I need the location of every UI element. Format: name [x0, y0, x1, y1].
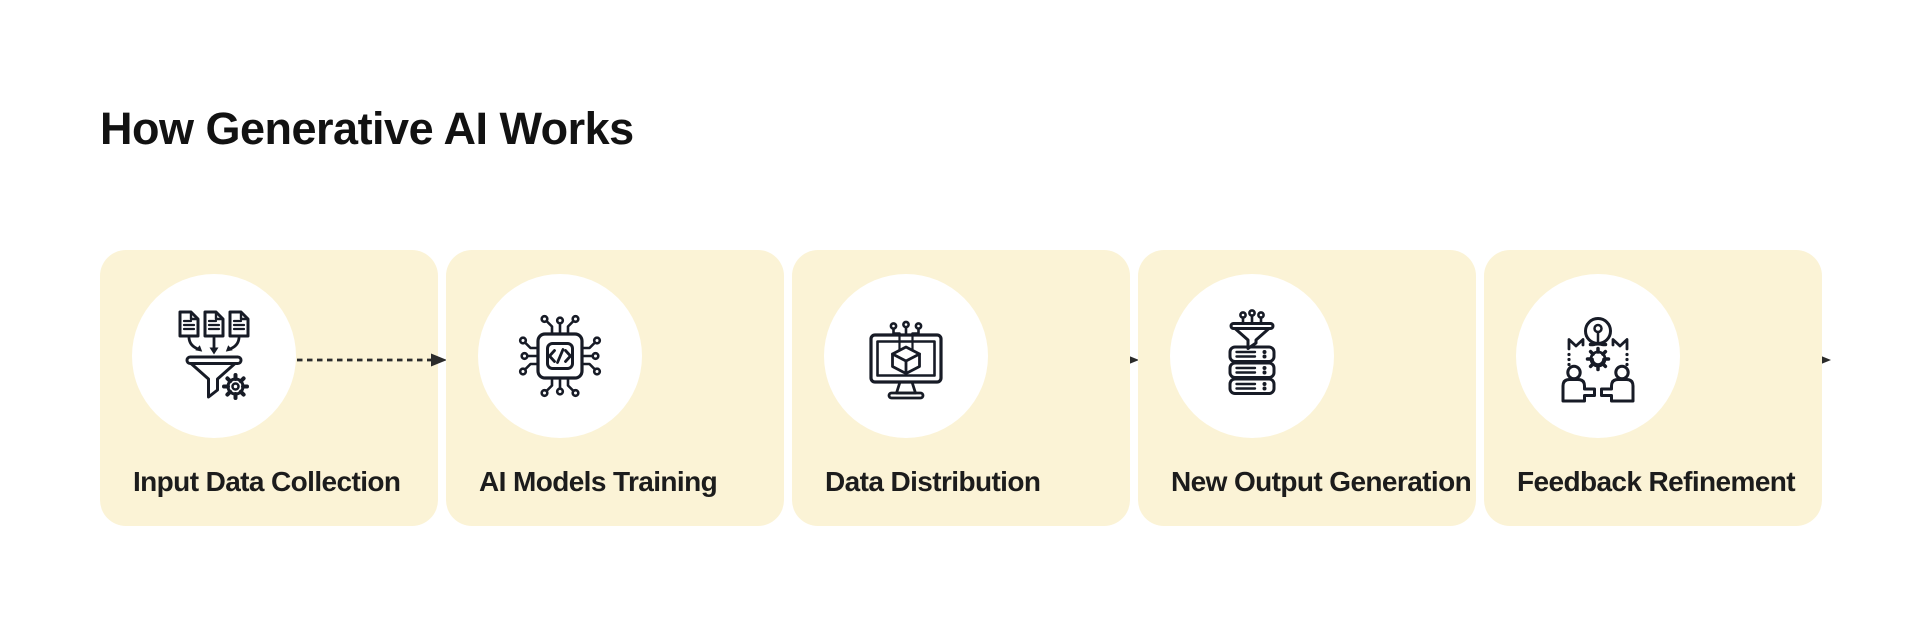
- step-label: AI Models Training: [479, 466, 718, 497]
- step-label: Feedback Refinement: [1517, 466, 1796, 497]
- icon-circle: [1170, 274, 1334, 438]
- step-card-feedback-refinement: Feedback Refinement: [1484, 250, 1822, 526]
- icon-circle: [1516, 274, 1680, 438]
- step-card-new-output-generation: New Output Generation: [1138, 250, 1476, 526]
- funnel-servers-icon: [1228, 309, 1276, 395]
- steps-row: Input Data Collection: [100, 250, 1831, 526]
- step-label: Data Distribution: [825, 466, 1041, 497]
- monitor-cube-icon: [869, 320, 943, 400]
- step-card-ai-models-training: AI Models Training: [446, 250, 1139, 526]
- page-title: How Generative AI Works: [100, 103, 634, 154]
- icon-circle: [132, 274, 296, 438]
- documents-funnel-icon: [178, 310, 250, 401]
- ai-chip-icon: [518, 314, 602, 398]
- people-lightbulb-icon: [1561, 317, 1635, 403]
- icon-circle: [824, 274, 988, 438]
- dashed-arrow-right-icon: [296, 352, 448, 368]
- step-card-input-data-collection: Input Data Collection: [100, 250, 447, 526]
- step-card-data-distribution: Data Distribution: [792, 250, 1831, 526]
- step-label: Input Data Collection: [133, 466, 401, 497]
- step-label: New Output Generation: [1171, 466, 1472, 497]
- icon-circle: [478, 274, 642, 438]
